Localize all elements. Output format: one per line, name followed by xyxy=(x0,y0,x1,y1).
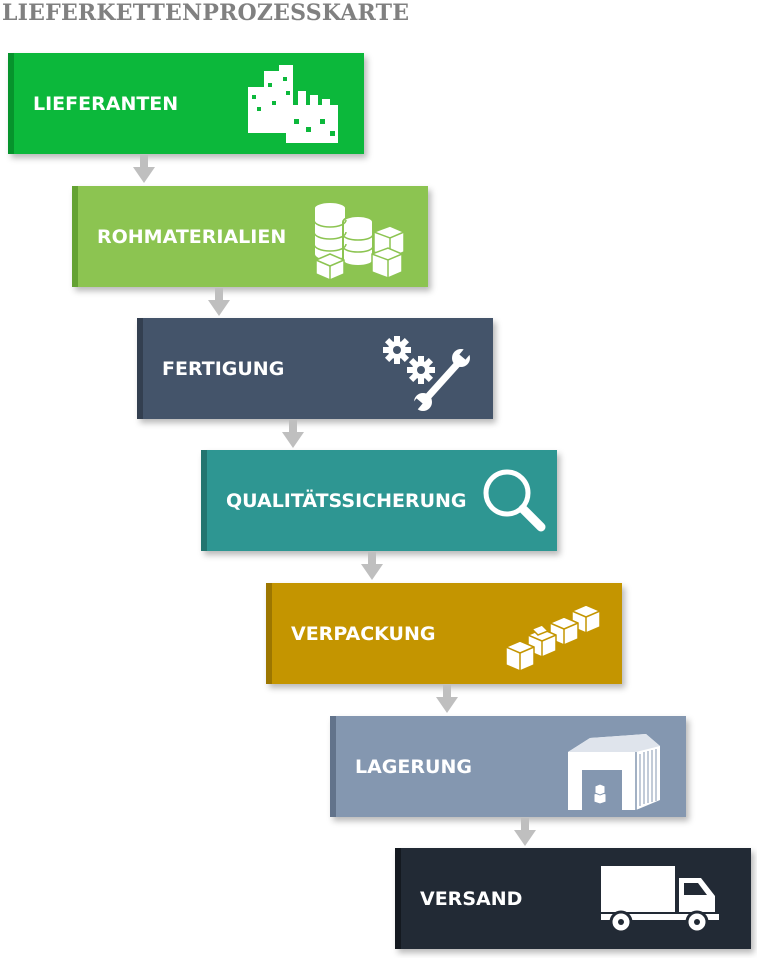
step-label: VERSAND xyxy=(420,887,523,910)
step-label: LIEFERANTEN xyxy=(33,92,179,115)
step-label: VERPACKUNG xyxy=(291,622,436,645)
step-fertigung: FERTIGUNG xyxy=(137,318,493,419)
page-title: LIEFERKETTENPROZESSKARTE xyxy=(2,0,410,26)
flow-arrow xyxy=(133,155,155,183)
step-qualitaetssicherung: QUALITÄTSSICHERUNG xyxy=(201,450,557,551)
step-stripe xyxy=(137,318,143,419)
step-stripe xyxy=(201,450,207,551)
flow-arrow xyxy=(436,685,458,713)
factory-icon xyxy=(246,53,342,154)
gears-wrench-icon xyxy=(375,318,471,419)
step-stripe xyxy=(330,716,336,817)
step-label: FERTIGUNG xyxy=(162,357,285,380)
step-label: ROHMATERIALIEN xyxy=(97,225,287,248)
step-stripe xyxy=(395,848,401,949)
warehouse-icon xyxy=(562,716,666,817)
step-versand: VERSAND xyxy=(395,848,751,949)
step-lieferanten: LIEFERANTEN xyxy=(8,53,364,154)
step-rohmaterialien: ROHMATERIALIEN xyxy=(72,186,428,287)
step-label: LAGERUNG xyxy=(355,755,472,778)
magnifier-icon xyxy=(479,450,551,551)
step-label: QUALITÄTSSICHERUNG xyxy=(226,489,467,512)
step-lagerung: LAGERUNG xyxy=(330,716,686,817)
flow-arrow xyxy=(208,288,230,316)
step-stripe xyxy=(266,583,272,684)
step-stripe xyxy=(72,186,78,287)
flow-arrow xyxy=(361,552,383,580)
flow-arrow xyxy=(514,818,536,846)
step-verpackung: VERPACKUNG xyxy=(266,583,622,684)
raw-materials-icon xyxy=(310,186,406,287)
flow-arrow xyxy=(282,420,304,448)
step-stripe xyxy=(8,53,14,154)
boxes-icon xyxy=(502,583,606,684)
truck-icon xyxy=(599,848,723,949)
